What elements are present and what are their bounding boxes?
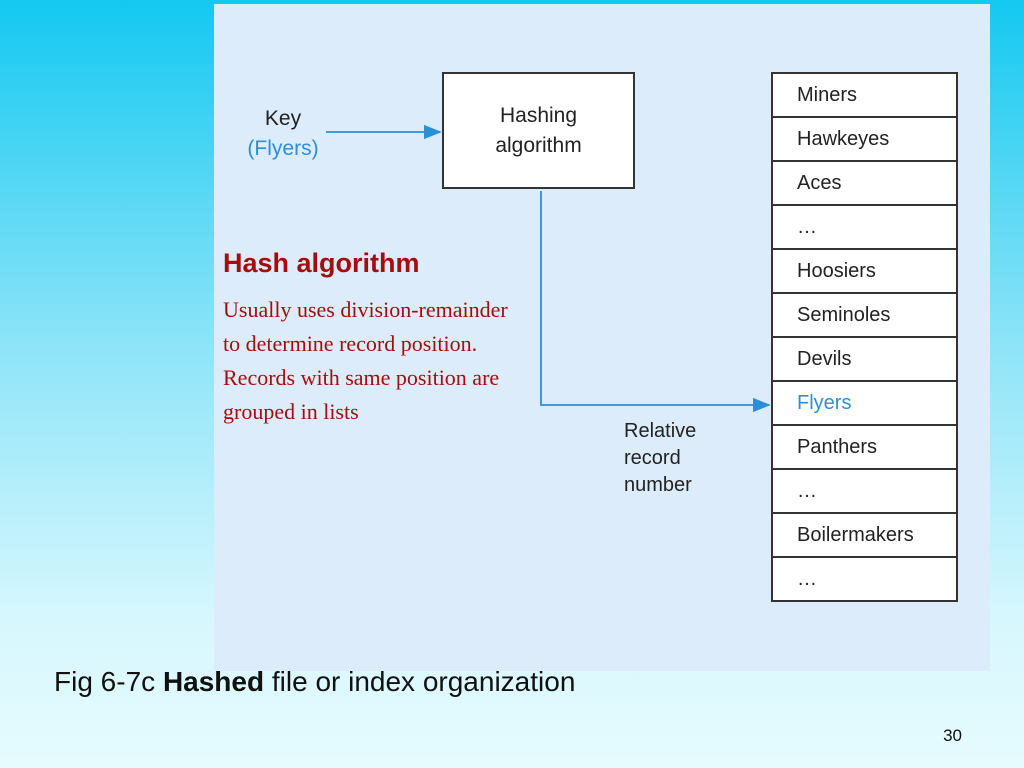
connector-arrows [326,124,771,413]
key-label: Key (Flyers) [230,104,336,164]
record-cell: Hoosiers [773,248,956,292]
record-cell: … [773,204,956,248]
record-cell: … [773,556,956,600]
key-value: (Flyers) [247,137,319,160]
caption-prefix: Fig 6-7c [54,666,163,697]
record-cell: Flyers [773,380,956,424]
record-cell: Aces [773,160,956,204]
record-cell: Seminoles [773,292,956,336]
caption-suffix: file or index organization [264,666,576,697]
record-cell: Boilermakers [773,512,956,556]
key-text: Key [264,107,302,130]
callout-title: Hash algorithm [223,248,420,278]
callout-body: Usually uses division-remainder to deter… [223,297,508,424]
record-cell: Panthers [773,424,956,468]
page-number: 30 [943,726,962,745]
record-cell: Miners [797,83,858,106]
figure-caption: Fig 6-7c Hashed file or index organizati… [54,666,575,698]
relative-record-number-label: Relative record number [624,420,697,496]
figure-panel: Key (Flyers) Hashing algorithm Hash algo… [214,4,990,671]
record-cell: … [773,468,956,512]
record-cell: Hawkeyes [773,116,956,160]
record-cell: Devils [773,336,956,380]
hashing-algorithm-box: Hashing algorithm [442,72,635,189]
hash-to-record-arrow [540,191,771,413]
caption-bold: Hashed [162,666,265,697]
hashing-algorithm-label: Hashing algorithm [495,103,582,157]
